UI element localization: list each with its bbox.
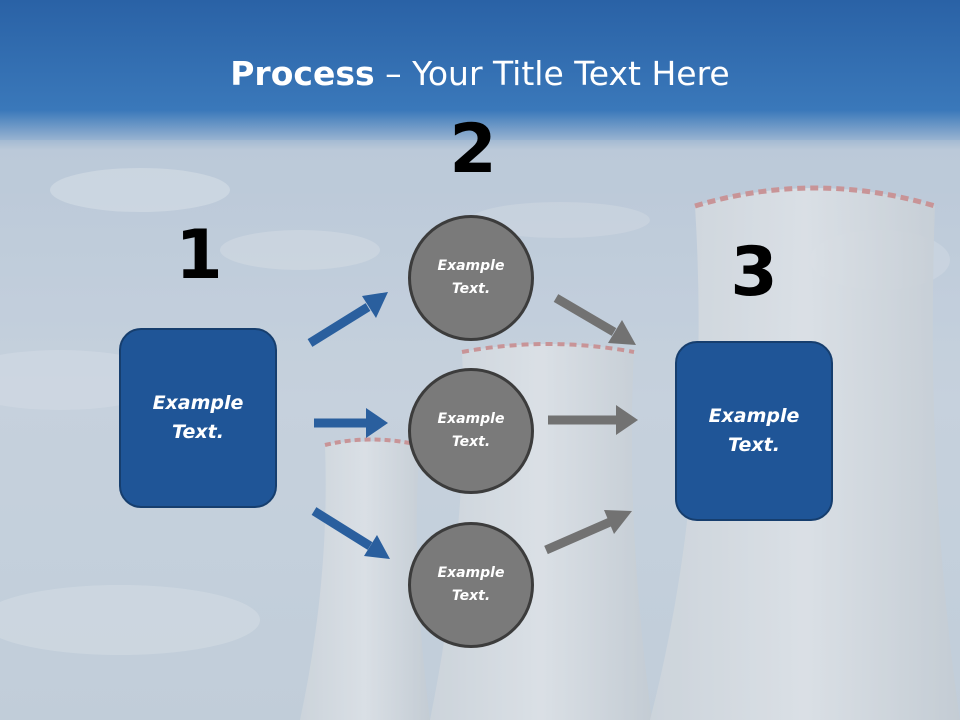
step-2-circle-1-label: Example Text. — [437, 258, 505, 297]
step-2-circle-3: Example Text. — [408, 522, 534, 648]
slide-title: Process – Your Title Text Here — [0, 52, 960, 96]
arrow-circle-middle-to-3 — [548, 405, 638, 435]
arrow-circle-top-to-3 — [553, 294, 636, 345]
step-1-label: Example Text. — [152, 392, 244, 443]
step-1-box: Example Text. — [119, 328, 277, 508]
title-bold: Process — [230, 54, 375, 93]
step-number-1: 1 — [175, 216, 223, 295]
step-2-circle-2: Example Text. — [408, 368, 534, 494]
arrow-1-to-circle-top — [307, 292, 388, 347]
step-2-circle-2-label: Example Text. — [437, 411, 505, 450]
step-2-circle-1: Example Text. — [408, 215, 534, 341]
step-number-2: 2 — [449, 110, 497, 189]
step-3-label: Example Text. — [708, 405, 800, 456]
step-3-box: Example Text. — [675, 341, 833, 521]
title-rest: – Your Title Text Here — [374, 54, 730, 93]
arrow-1-to-circle-middle — [314, 408, 388, 438]
step-2-circle-3-label: Example Text. — [437, 565, 505, 604]
arrow-circle-bottom-to-3 — [544, 510, 632, 555]
step-number-3: 3 — [730, 233, 778, 312]
arrow-1-to-circle-bottom — [311, 507, 390, 559]
